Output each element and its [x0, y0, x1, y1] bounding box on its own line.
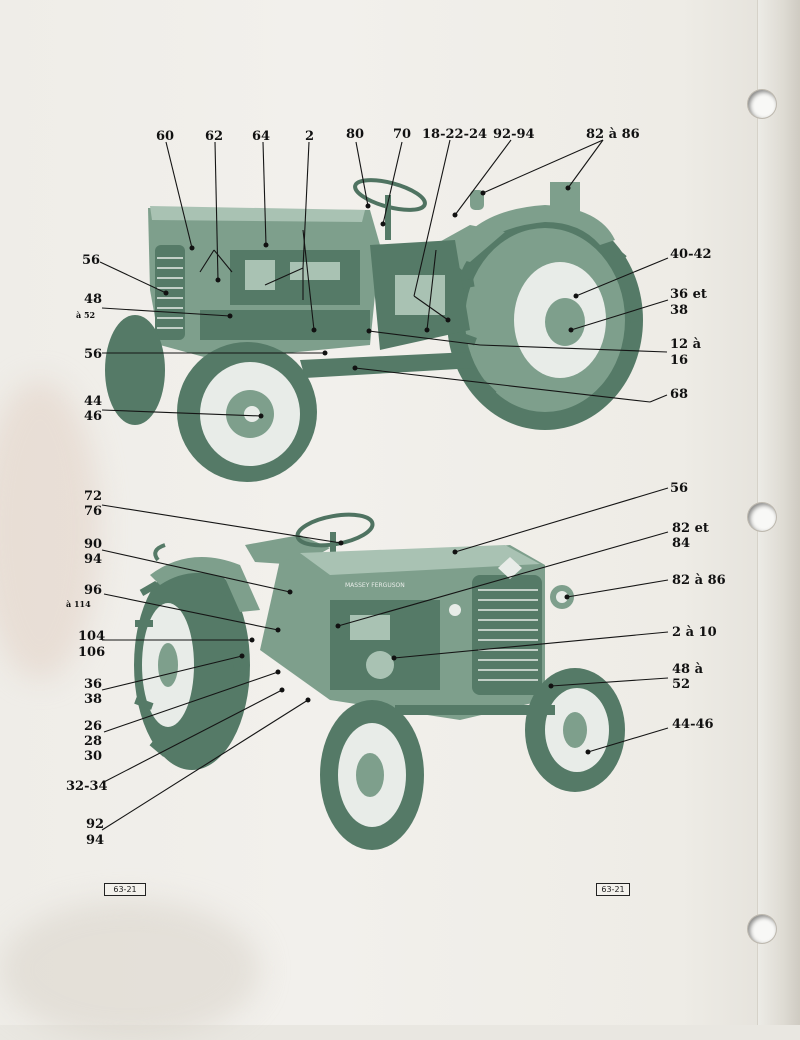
callout-label: 92-94	[493, 127, 535, 142]
callout-label: 36	[84, 677, 102, 692]
callout-label: 46	[84, 409, 102, 424]
binder-hole	[748, 503, 776, 531]
tractor-bottom-illustration: MASSEY FERGUSON	[134, 512, 625, 850]
callout-label: 36 et	[670, 287, 707, 302]
callout-label: 2 à 10	[672, 625, 717, 640]
callout-label: 56	[670, 481, 688, 496]
page-code-left: 63-21	[104, 883, 146, 896]
callout-label: 38	[670, 303, 688, 318]
callout-label: 44-46	[672, 717, 714, 732]
callout-label: 94	[84, 552, 102, 567]
callout-label: 60	[156, 129, 174, 144]
callout-label: 26	[84, 719, 102, 734]
callout-label: 90	[84, 537, 102, 552]
callout-label: 96	[84, 583, 102, 598]
bottom-leader-dots	[239, 540, 591, 755]
callout-label: 48	[84, 292, 102, 307]
callout-label: 80	[346, 127, 364, 142]
callout-label: 28	[84, 734, 102, 749]
paper-stain	[0, 380, 100, 680]
callout-label: 70	[393, 127, 411, 142]
callout-label: 32-34	[66, 779, 108, 794]
callout-label: 82 à 86	[586, 127, 640, 142]
callout-label: 84	[672, 536, 690, 551]
callout-label: 82 à 86	[672, 573, 726, 588]
callout-label: à 114	[66, 599, 91, 609]
callout-label: 72	[84, 489, 102, 504]
top-callouts: 60 62 64 2 80 70 18-22-24 92-94 82 à 86 …	[76, 127, 712, 424]
callout-label: 48 à	[672, 662, 704, 677]
callout-label: 18-22-24	[422, 127, 487, 142]
callout-label: 94	[86, 833, 104, 848]
tractor-top-illustration	[105, 178, 643, 482]
callout-label: 2	[305, 129, 314, 144]
binder-hole	[748, 915, 776, 943]
hood-brand-text: MASSEY FERGUSON	[345, 582, 405, 589]
callout-label: 38	[84, 692, 102, 707]
paper-stain	[0, 900, 260, 1040]
top-leader-lines	[99, 139, 669, 417]
page-code-right: 63-21	[596, 883, 630, 896]
binder-hole	[748, 90, 776, 118]
callout-label: 52	[672, 677, 690, 692]
callout-label: 16	[670, 353, 688, 368]
callout-label: 104	[78, 629, 105, 644]
callout-label: 68	[670, 387, 688, 402]
bottom-leader-lines	[101, 487, 669, 831]
callout-label: 56	[84, 347, 102, 362]
callout-label: 30	[84, 749, 102, 764]
callout-label: 76	[84, 504, 102, 519]
callout-label: 106	[78, 645, 105, 660]
top-leader-dots	[163, 185, 579, 419]
callout-label: 12 à	[670, 337, 702, 352]
callout-label: 56	[82, 253, 100, 268]
bottom-callouts: 72 76 90 94 96 à 114 104 106 36 38 26 28…	[66, 481, 726, 848]
callout-label: 62	[205, 129, 223, 144]
callout-label: 40-42	[670, 247, 712, 262]
callout-label: 92	[86, 817, 104, 832]
callout-label: à 52	[76, 310, 95, 320]
callout-label: 64	[252, 129, 270, 144]
callout-label: 82 et	[672, 521, 709, 536]
callout-label: 44	[84, 394, 102, 409]
